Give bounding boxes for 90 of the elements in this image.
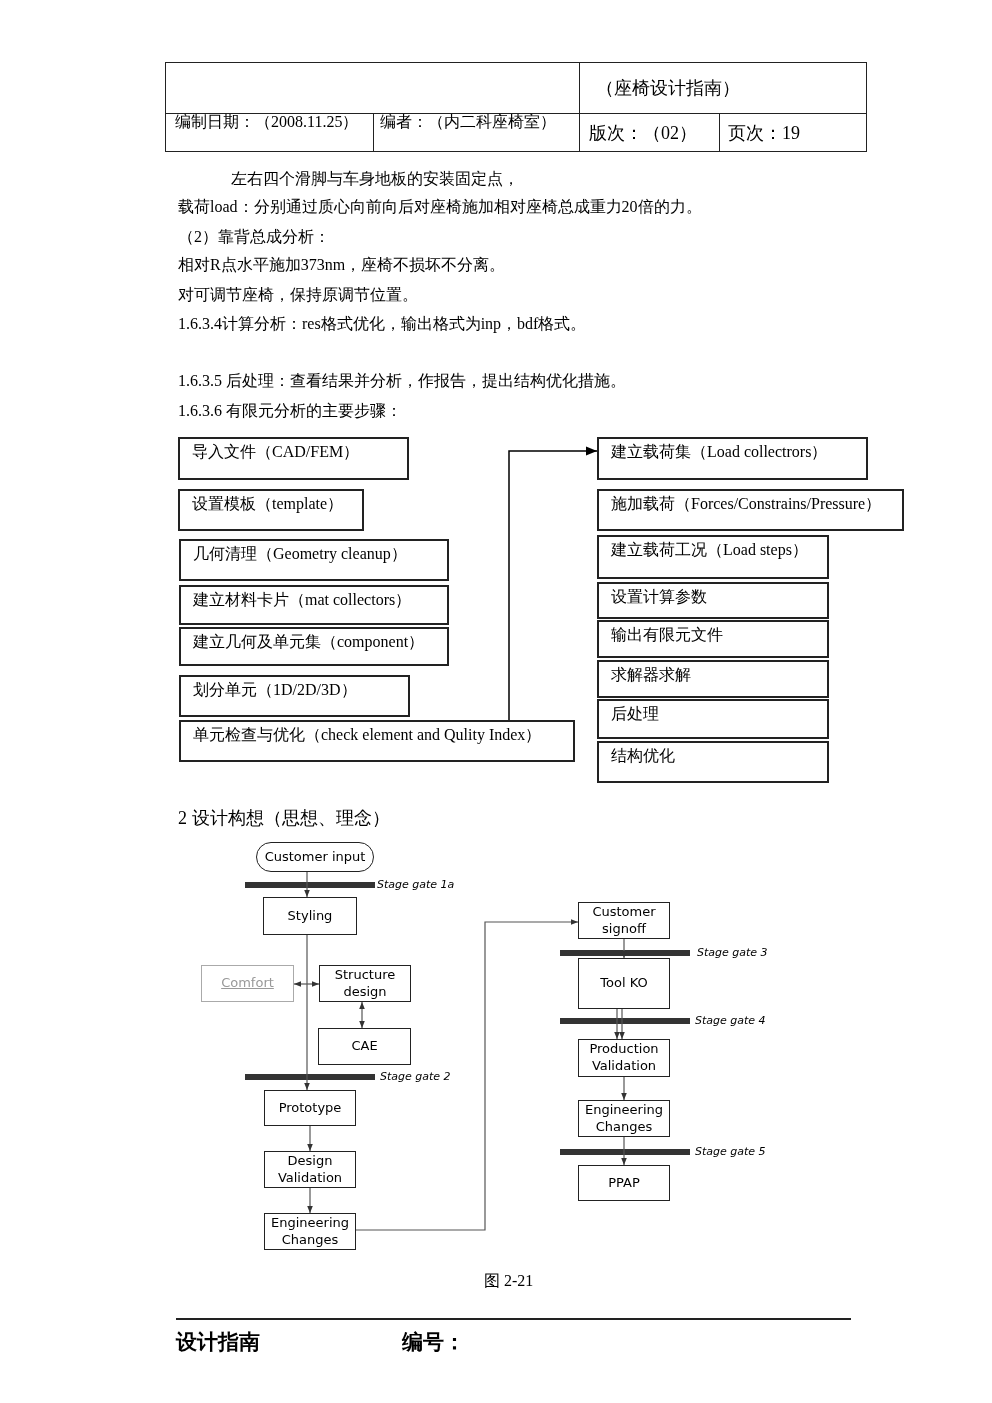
body-text: （2）靠背总成分析： bbox=[178, 227, 330, 247]
box-label: 建立材料卡片（mat collectors） bbox=[193, 591, 412, 608]
process-box bbox=[597, 660, 829, 698]
stage-gate-label: Stage gate 3 bbox=[697, 946, 768, 959]
box-label: 施加载荷（Forces/Constrains/Pressure） bbox=[611, 495, 882, 512]
process-box bbox=[264, 1090, 356, 1126]
process-box bbox=[178, 489, 364, 531]
arrow bbox=[304, 871, 310, 898]
arrow bbox=[621, 1136, 627, 1166]
box-label: Tool KO bbox=[600, 975, 648, 992]
stage-gate-label: Stage gate 4 bbox=[695, 1014, 766, 1027]
process-box bbox=[597, 699, 829, 739]
box-label: 求解器求解 bbox=[611, 666, 691, 683]
arrow bbox=[621, 1076, 627, 1101]
arrow bbox=[355, 919, 579, 1231]
process-box bbox=[597, 582, 829, 619]
process-box bbox=[578, 1165, 670, 1201]
box-label: Engineering Changes bbox=[584, 1101, 664, 1136]
process-box bbox=[179, 539, 449, 581]
body-text: 左右四个滑脚与车身地板的安装固定点， bbox=[231, 169, 519, 189]
process-box bbox=[597, 437, 868, 480]
box-label: 设置模板（template） bbox=[192, 495, 344, 512]
box-label: 输出有限元文件 bbox=[611, 626, 723, 643]
body-text: 1.6.3.5 后处理：查看结果并分析，作报告，提出结构优化措施。 bbox=[178, 371, 626, 391]
box-label: 建立载荷工况（Load steps） bbox=[611, 541, 808, 558]
process-box bbox=[179, 585, 449, 625]
body-text: 载荷load：分别通过质心向前向后对座椅施加相对座椅总成重力20倍的力。 bbox=[178, 197, 702, 217]
process-box bbox=[597, 535, 829, 579]
arrow bbox=[619, 1008, 625, 1040]
process-box bbox=[597, 620, 829, 658]
process-box bbox=[597, 741, 829, 783]
box-label: Structure design bbox=[333, 966, 397, 1001]
arrow bbox=[307, 1125, 313, 1152]
arrow bbox=[508, 446, 598, 721]
arrow bbox=[304, 934, 310, 1091]
body-text: 1.6.3.4计算分析：res格式优化，输出格式为inp，bdf格式。 bbox=[178, 314, 587, 335]
process-box bbox=[319, 965, 411, 1002]
box-label: 建立几何及单元集（component） bbox=[193, 633, 425, 650]
process-box bbox=[597, 489, 904, 531]
header-text: （座椅设计指南） bbox=[596, 77, 740, 100]
box-label: 结构优化 bbox=[611, 747, 675, 764]
stage-gate-label: Stage gate 2 bbox=[380, 1070, 451, 1083]
process-box bbox=[179, 675, 410, 717]
process-box bbox=[578, 958, 670, 1009]
box-label: Design Validation bbox=[276, 1152, 344, 1187]
arrow bbox=[307, 1187, 313, 1214]
process-box bbox=[578, 1039, 670, 1077]
body-text: 1.6.3.6 有限元分析的主要步骤： bbox=[178, 401, 402, 421]
process-box bbox=[578, 902, 670, 939]
box-label: Styling bbox=[287, 907, 333, 925]
arrow bbox=[621, 938, 627, 959]
process-box bbox=[264, 1213, 356, 1250]
header-text: 编制日期：（2008.11.25） bbox=[175, 114, 360, 131]
process-box bbox=[263, 897, 357, 935]
footer-text: 设计指南 bbox=[176, 1329, 260, 1356]
box-label: 单元检查与优化（check element and Qulity Index） bbox=[193, 726, 542, 743]
process-box bbox=[318, 1028, 411, 1065]
box-label: 设置计算参数 bbox=[611, 588, 707, 605]
box-label: 建立载荷集（Load collectrors） bbox=[611, 443, 828, 460]
body-text: 相对R点水平施加373nm，座椅不损坏不分离。 bbox=[178, 255, 506, 275]
box-label: CAE bbox=[351, 1038, 378, 1055]
process-box bbox=[201, 965, 294, 1002]
box-label: Production Validation bbox=[588, 1041, 660, 1075]
box-label: Engineering Changes bbox=[270, 1214, 350, 1249]
box-label: PPAP bbox=[608, 1174, 640, 1192]
body-text: 对可调节座椅，保持原调节位置。 bbox=[178, 285, 418, 305]
process-box bbox=[264, 1151, 356, 1188]
section-heading: 2 设计构想（思想、理念） bbox=[178, 807, 390, 830]
box-label: 导入文件（CAD/FEM） bbox=[192, 443, 360, 460]
box-label: 后处理 bbox=[611, 705, 659, 722]
process-box bbox=[178, 437, 409, 480]
figure-caption: 图 2-21 bbox=[484, 1271, 534, 1291]
stage-gate-label: Stage gate 5 bbox=[695, 1145, 766, 1158]
box-label: Prototype bbox=[278, 1099, 342, 1117]
header-text: 页次：19 bbox=[728, 122, 800, 145]
header-text: 编者：（内二科座椅室） bbox=[380, 114, 557, 131]
arrow bbox=[614, 1008, 620, 1040]
arrow bbox=[293, 981, 320, 987]
process-box bbox=[578, 1100, 670, 1137]
process-box bbox=[179, 720, 575, 762]
arrow bbox=[359, 1001, 365, 1029]
box-label: Customer signoff bbox=[591, 903, 657, 938]
stage-gate-label: Stage gate 1a bbox=[377, 878, 455, 891]
box-label: 几何清理（Geometry cleanup） bbox=[193, 545, 407, 562]
header-text: 版次：（02） bbox=[589, 122, 697, 145]
box-label: Comfort bbox=[221, 975, 274, 992]
box-label: Customer input bbox=[264, 848, 366, 866]
footer-text: 编号： bbox=[402, 1329, 465, 1356]
process-box bbox=[179, 627, 449, 666]
box-label: 划分单元（1D/2D/3D） bbox=[193, 681, 357, 698]
